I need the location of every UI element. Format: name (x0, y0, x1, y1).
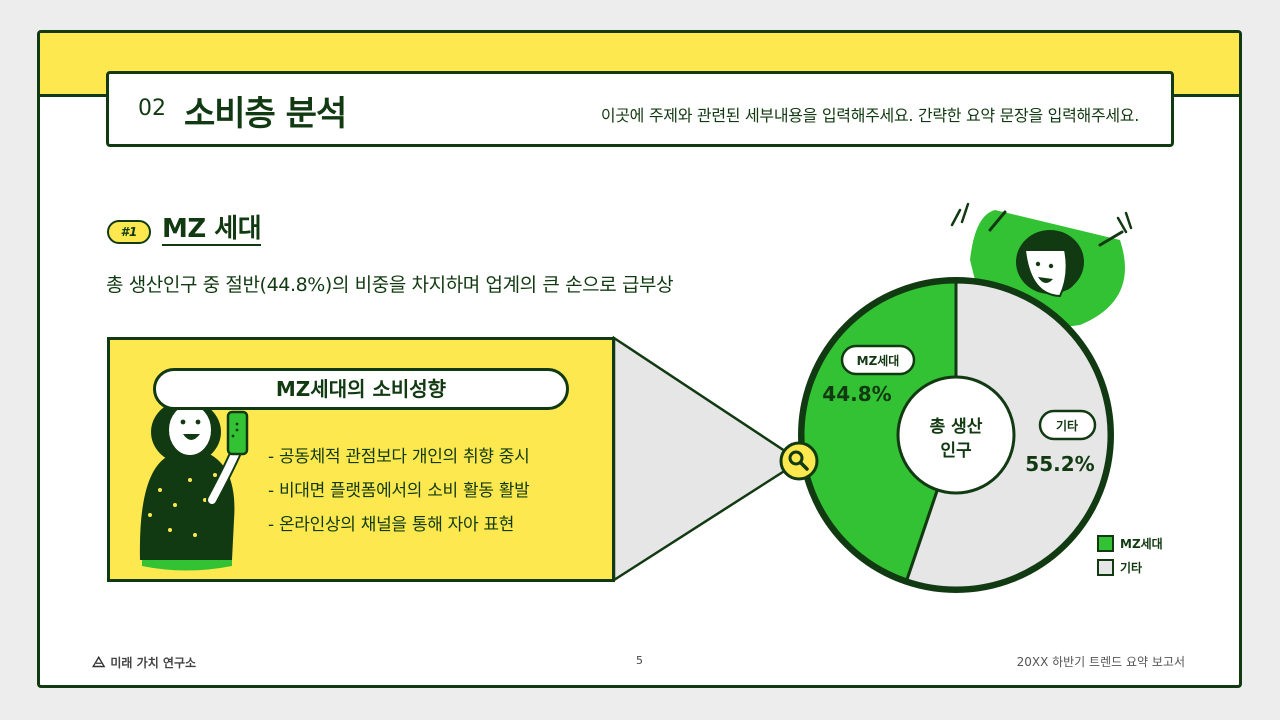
section-lead: 총 생산인구 중 절반(44.8%)의 비중을 차지하며 업계의 큰 손으로 급… (106, 274, 674, 296)
chart-legend: MZ세대 기타 (1097, 531, 1163, 579)
legend-item-mz: MZ세대 (1097, 531, 1163, 555)
brand-logo-icon: ⨺ (92, 653, 106, 671)
other-value-label: 55.2% (1025, 452, 1094, 476)
mz-value-label: 44.8% (822, 382, 891, 406)
footer-report-title: 20XX 하반기 트렌드 요약 보고서 (1016, 655, 1185, 669)
mz-label-pill (840, 344, 916, 376)
page-number: 5 (636, 654, 643, 667)
card-bullet-list: - 공동체적 관점보다 개인의 취향 중시 - 비대면 플랫폼에서의 소비 활동… (268, 440, 530, 542)
pie-outline (798, 277, 1114, 593)
bullet-item: - 비대면 플랫폼에서의 소비 활동 활발 (268, 481, 530, 501)
header-description: 이곳에 주제와 관련된 세부내용을 입력해주세요. 간략한 요약 문장을 입력해… (600, 106, 1139, 125)
header-box (106, 71, 1174, 147)
card-title-pill: MZ세대의 소비성향 (153, 368, 569, 410)
section-title: MZ 세대 (162, 214, 262, 246)
legend-label-mz: MZ세대 (1120, 536, 1163, 551)
pie-chart: 총 생산 인구 MZ세대 44.8% 기타 55.2% (798, 277, 1114, 593)
section-number: 02 (138, 96, 166, 121)
other-label-pill (1038, 409, 1097, 441)
center-label-line2: 인구 (940, 441, 972, 461)
page-title: 소비층 분석 (184, 94, 347, 134)
footer-brand-name: 미래 가치 연구소 (110, 655, 197, 670)
legend-swatch-mz (1097, 534, 1114, 552)
bullet-item: - 온라인상의 채널을 통해 자아 표현 (268, 515, 515, 535)
legend-swatch-other (1097, 558, 1114, 576)
magnifier-icon[interactable] (779, 441, 819, 481)
center-label-line1: 총 생산 (930, 417, 983, 437)
woman-phone-illustration (139, 400, 249, 571)
bullet-item: - 공동체적 관점보다 개인의 취향 중시 (268, 447, 530, 467)
legend-item-other: 기타 (1097, 555, 1163, 579)
pie-center-hole (896, 375, 1016, 495)
other-category-label: 기타 (1056, 418, 1078, 433)
footer-brand: ⨺ 미래 가치 연구소 (92, 653, 196, 671)
legend-label-other: 기타 (1120, 560, 1143, 575)
connector-funnel (612, 335, 803, 583)
mz-category-label: MZ세대 (857, 353, 900, 368)
section-badge: #1 (107, 220, 151, 244)
